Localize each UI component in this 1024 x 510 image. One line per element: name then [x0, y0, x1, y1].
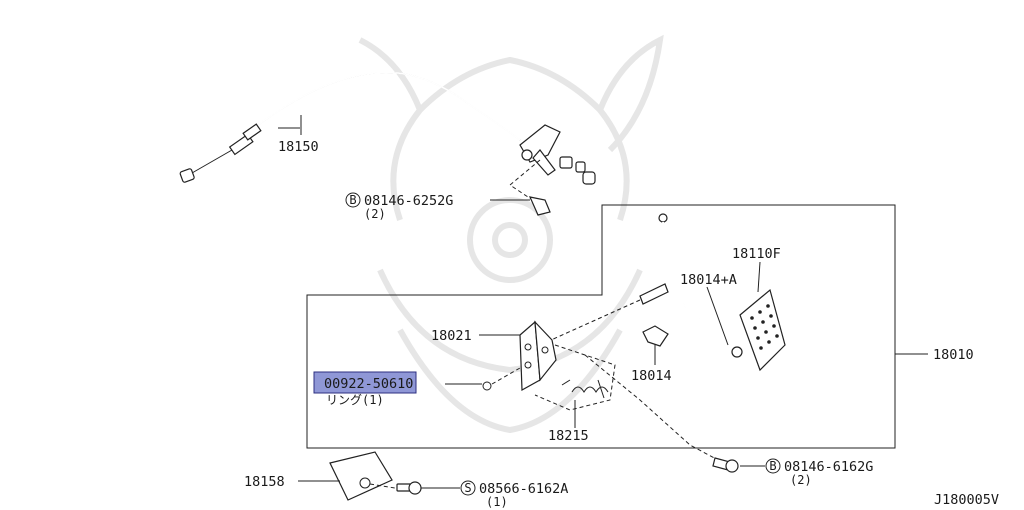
accelerator-cable [179, 71, 596, 216]
callout-18158: 18158 [244, 474, 285, 490]
cable-bolt-prefix-circle [345, 192, 361, 208]
screw [396, 481, 422, 495]
screw-qty: (1) [486, 495, 508, 509]
callout-screw: 08566-6162A [479, 481, 568, 497]
pedal-arm [539, 213, 743, 360]
pedal-clip [642, 325, 669, 347]
callout-cable-bolt: 08146-6252G [364, 193, 453, 209]
assembly-frame [306, 204, 896, 449]
assembly-bolt-prefix-circle [765, 458, 781, 474]
screw-prefix: S [464, 481, 471, 495]
pedal-bracket [519, 320, 719, 461]
callout-18215: 18215 [548, 428, 589, 444]
leader-lines [278, 115, 928, 489]
callout-assembly-bolt: 08146-6162G [784, 459, 873, 475]
cable-bolt-prefix: B [349, 193, 356, 207]
assembly-bolt [712, 457, 739, 473]
screw-prefix-circle [460, 480, 476, 496]
ring-highlight [313, 371, 417, 394]
ring-note: リング(1) [326, 393, 384, 407]
pedal-pad [739, 288, 786, 372]
callout-18014: 18014 [631, 368, 672, 384]
ring [482, 381, 492, 391]
callout-18150: 18150 [278, 139, 319, 155]
cable-bolt-qty: (2) [364, 207, 386, 221]
callout-18021: 18021 [431, 328, 472, 344]
diagram-code: J180005V [934, 492, 999, 508]
assembly-bolt-qty: (2) [790, 473, 812, 487]
cover [329, 451, 396, 501]
callout-ring-code: 00922-50610 [324, 376, 413, 392]
return-spring [561, 379, 609, 399]
callout-18010: 18010 [933, 347, 974, 363]
callout-18014a: 18014+A [680, 272, 737, 288]
callout-18110f: 18110F [732, 246, 781, 262]
assembly-bolt-prefix: B [769, 459, 776, 473]
watermark-emblem [358, 34, 664, 434]
